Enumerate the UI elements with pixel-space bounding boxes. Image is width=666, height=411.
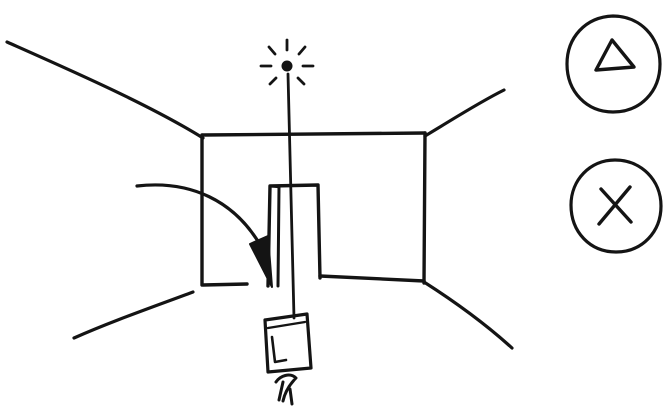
back-wall xyxy=(200,131,427,287)
cross-button[interactable] xyxy=(569,158,663,254)
back-wall-right xyxy=(422,131,427,285)
room-perspective xyxy=(5,40,514,350)
arrow-shaft xyxy=(135,183,264,250)
door-hinge-edge xyxy=(268,184,281,189)
ray-nw xyxy=(267,45,277,56)
light-string xyxy=(286,72,296,320)
lantern-letter-mark xyxy=(270,335,288,364)
curved-arrow-icon xyxy=(135,183,273,288)
floor-line-right xyxy=(422,280,514,350)
floor-line-left xyxy=(72,290,195,340)
arrow-head xyxy=(249,235,273,288)
back-wall-bottom-right xyxy=(318,274,426,283)
ceiling-line-right xyxy=(423,88,506,138)
light-core xyxy=(281,60,293,72)
sun-burst-icon xyxy=(259,38,315,86)
cross-icon xyxy=(597,185,633,226)
ceiling-line-left xyxy=(5,40,205,140)
ray-sw xyxy=(268,76,278,86)
back-wall-top xyxy=(201,131,427,137)
figure-hand xyxy=(274,373,298,406)
lantern-box xyxy=(263,312,313,374)
triangle-icon xyxy=(594,38,636,72)
back-wall-bottom-left xyxy=(201,282,249,287)
door-leaf xyxy=(276,185,281,288)
ray-ne xyxy=(297,45,307,56)
figure-with-lantern-icon xyxy=(263,312,313,406)
ray-se xyxy=(296,76,306,86)
lantern-lid xyxy=(266,320,307,330)
triangle-button-ring xyxy=(565,14,662,114)
triangle-button[interactable] xyxy=(565,14,662,114)
cross-button-ring xyxy=(569,158,663,254)
